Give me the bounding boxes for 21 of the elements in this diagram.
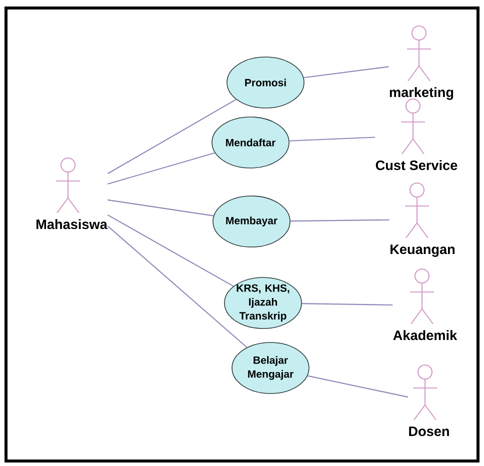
association-line (107, 214, 234, 287)
node-label: marketing (390, 87, 454, 100)
actor: Keuangan (390, 182, 455, 257)
actor: Dosen (409, 364, 449, 436)
node-label: Dosen (409, 426, 449, 436)
association-line (290, 219, 390, 222)
association-line (108, 199, 214, 216)
node-label: Mahasiswa (36, 219, 108, 230)
association-line (107, 99, 236, 174)
association-line (304, 66, 389, 78)
node-label: Akademik (393, 330, 458, 340)
node-label: Cust Service (376, 160, 458, 170)
association-line (108, 152, 215, 184)
association-line (307, 375, 408, 398)
association-line (289, 136, 376, 142)
node-label: Keuangan (390, 244, 455, 257)
association-line (302, 303, 393, 306)
actor: Mahasiswa (36, 157, 108, 230)
actor: Akademik (393, 268, 458, 340)
actor: marketing (390, 25, 454, 100)
association-line (107, 226, 248, 348)
